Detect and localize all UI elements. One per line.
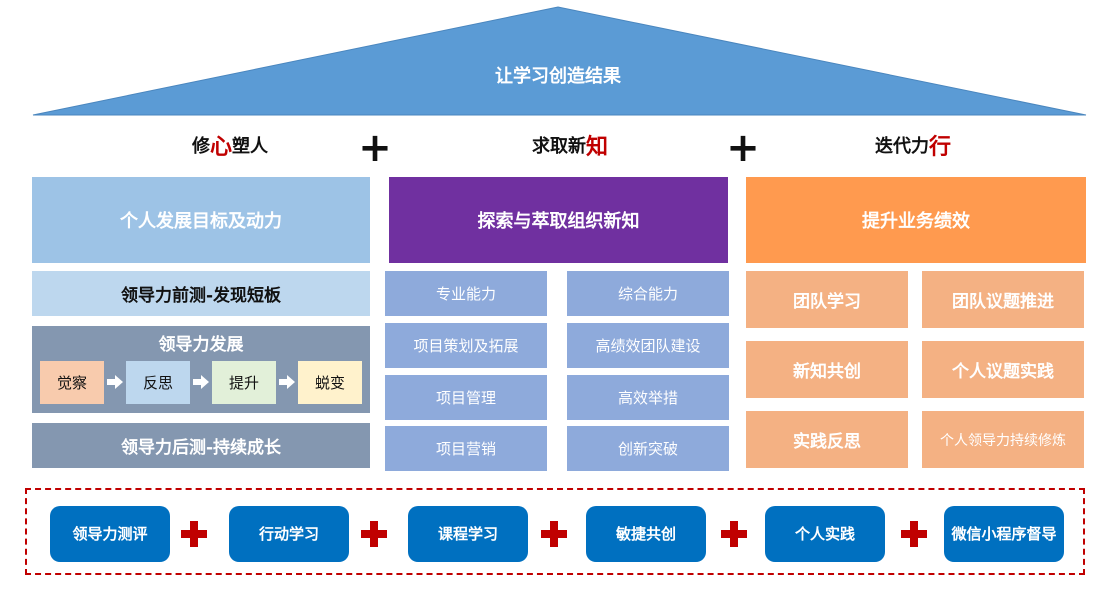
stage-awareness: 觉察	[40, 361, 104, 404]
knowledge-cell: 高效举措	[567, 375, 729, 420]
red-plus-icon	[181, 521, 207, 547]
column3-header: 提升业务绩效	[746, 177, 1086, 263]
post-test-box: 领导力后测-持续成长	[32, 423, 370, 468]
knowledge-cell: 项目管理	[385, 375, 547, 420]
performance-cell: 实践反思	[746, 411, 908, 468]
pillar-title-action: 迭代力行	[803, 130, 1023, 160]
performance-cell: 团队议题推进	[922, 271, 1084, 328]
pillar-title-accent: 知	[585, 135, 608, 160]
knowledge-cell: 高绩效团队建设	[567, 323, 729, 368]
pillar-title-accent: 行	[928, 135, 951, 160]
performance-cell: 团队学习	[746, 271, 908, 328]
method-wechat-supervision: 微信小程序督导	[944, 506, 1064, 562]
pillar-title-accent: 心	[209, 135, 232, 160]
pillar-title-suffix: 塑人	[232, 136, 268, 157]
red-plus-icon	[901, 521, 927, 547]
performance-cell: 新知共创	[746, 341, 908, 398]
plus-icon: +	[726, 125, 760, 171]
column1-header: 个人发展目标及动力	[32, 177, 370, 263]
knowledge-cell: 专业能力	[385, 271, 547, 316]
method-personal-practice: 个人实践	[765, 506, 885, 562]
performance-cell: 个人议题实践	[922, 341, 1084, 398]
method-action-learning: 行动学习	[229, 506, 349, 562]
methods-frame	[25, 488, 1085, 575]
red-plus-icon	[361, 521, 387, 547]
pillar-title-prefix: 求取新	[531, 136, 586, 157]
knowledge-cell: 创新突破	[567, 426, 729, 471]
red-plus-icon	[541, 521, 567, 547]
development-box: 领导力发展 觉察 反思 提升 蜕变	[32, 326, 370, 413]
right-arrow-icon	[192, 370, 210, 394]
knowledge-cell: 项目策划及拓展	[385, 323, 547, 368]
plus-icon: +	[358, 125, 392, 171]
method-leadership-assessment: 领导力测评	[50, 506, 170, 562]
pillar-title-prefix: 迭代力	[874, 136, 929, 157]
red-plus-icon	[721, 521, 747, 547]
stage-reflection: 反思	[126, 361, 190, 404]
right-arrow-icon	[106, 370, 124, 394]
pillar-title-knowledge: 求取新知	[460, 130, 680, 160]
knowledge-cell: 项目营销	[385, 426, 547, 471]
pillar-title-heart: 修心塑人	[120, 130, 340, 160]
stage-improvement: 提升	[212, 361, 276, 404]
method-agile-co-creation: 敏捷共创	[586, 506, 706, 562]
knowledge-cell: 综合能力	[567, 271, 729, 316]
development-title: 领导力发展	[158, 334, 244, 355]
method-course-learning: 课程学习	[408, 506, 528, 562]
pillar-title-prefix: 修	[191, 136, 210, 157]
roof-triangle	[32, 6, 1087, 116]
column2-header: 探索与萃取组织新知	[389, 177, 728, 263]
performance-cell: 个人领导力持续修炼	[922, 411, 1084, 468]
stage-transformation: 蜕变	[298, 361, 362, 404]
right-arrow-icon	[278, 370, 296, 394]
pre-test-box: 领导力前测-发现短板	[32, 271, 370, 316]
roof-title: 让学习创造结果	[495, 66, 621, 87]
